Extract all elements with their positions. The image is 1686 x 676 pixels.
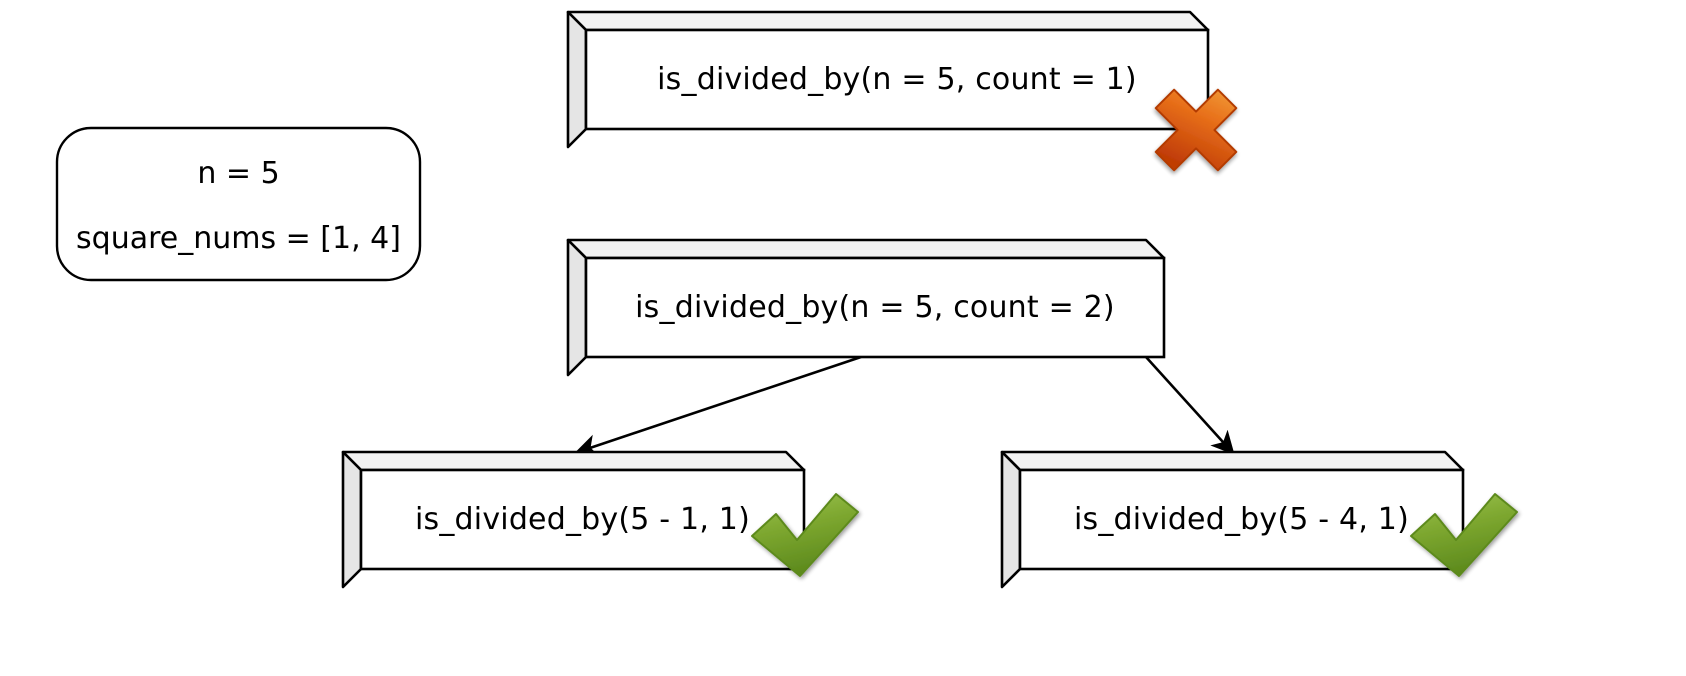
node-call-5-minus-4[interactable] xyxy=(1000,450,1465,589)
node-call-n5-count1[interactable] xyxy=(566,10,1210,149)
check-icon-left xyxy=(751,493,859,577)
state-panel-shape xyxy=(55,126,422,282)
node-call-5-minus-1[interactable] xyxy=(341,450,806,589)
edge-to-call-5-minus-4 xyxy=(1145,356,1235,455)
node-call-n5-count2[interactable] xyxy=(566,238,1166,377)
edge-to-call-5-minus-1 xyxy=(574,355,862,457)
check-icon-right xyxy=(1410,493,1518,577)
cross-icon xyxy=(1154,88,1238,172)
